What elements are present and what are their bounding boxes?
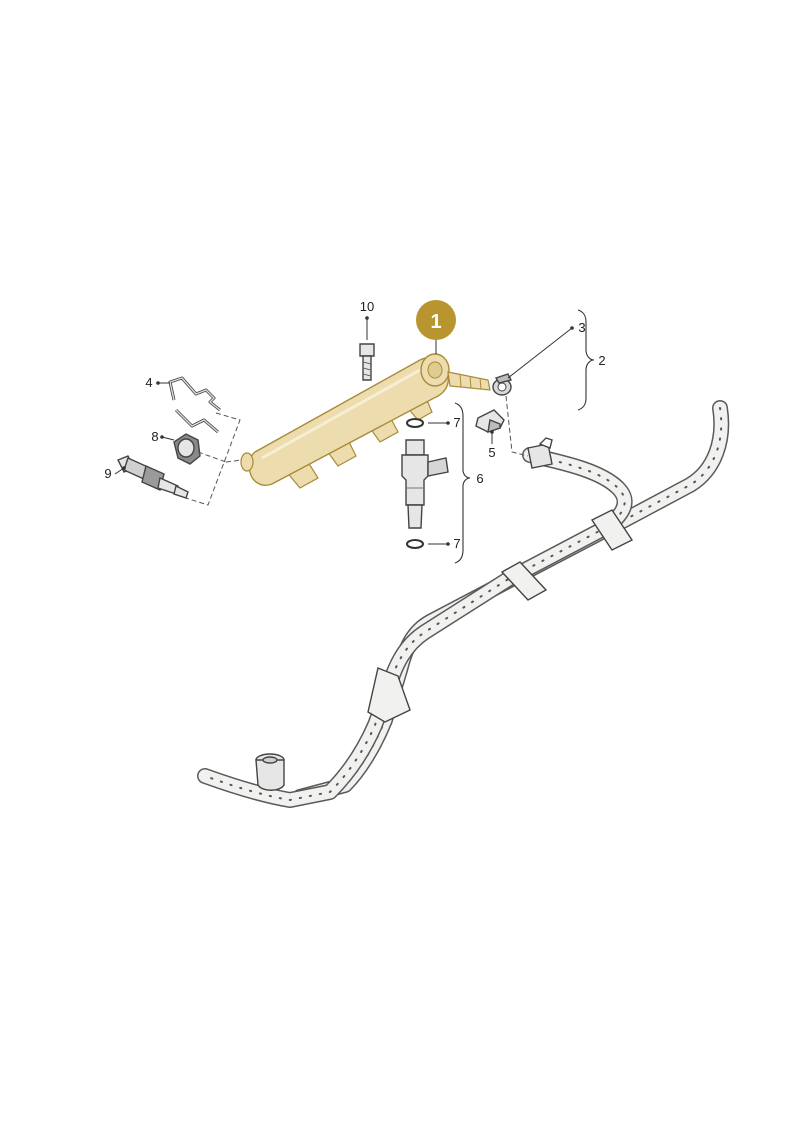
- o-ring-lower-icon: [406, 539, 424, 549]
- bolt-icon: [359, 343, 375, 381]
- pressure-sensor-icon: [117, 455, 189, 499]
- callout-3: 3: [578, 320, 585, 335]
- part-number-badge[interactable]: 1: [416, 300, 456, 354]
- union-nut-icon: [173, 433, 201, 465]
- badge-label: 1: [430, 311, 441, 333]
- callout-4: 4: [145, 375, 152, 390]
- hose-clamp-icon: [492, 373, 513, 396]
- injector-icon: [401, 439, 449, 529]
- retainer-bracket-icon: [475, 409, 505, 434]
- callout-7-upper: 7: [453, 415, 460, 430]
- retaining-clip-icon: [168, 376, 221, 434]
- fuel-hose-assembly-icon: [197, 400, 730, 808]
- callout-2: 2: [598, 353, 605, 368]
- fuel-rail-icon: [240, 353, 491, 489]
- o-ring-upper-icon: [406, 418, 424, 428]
- callout-6: 6: [476, 471, 483, 486]
- callout-10: 10: [360, 299, 374, 314]
- callout-7-lower: 7: [453, 536, 460, 551]
- callout-5: 5: [488, 445, 495, 460]
- callout-9: 9: [104, 466, 111, 481]
- callout-8: 8: [151, 429, 158, 444]
